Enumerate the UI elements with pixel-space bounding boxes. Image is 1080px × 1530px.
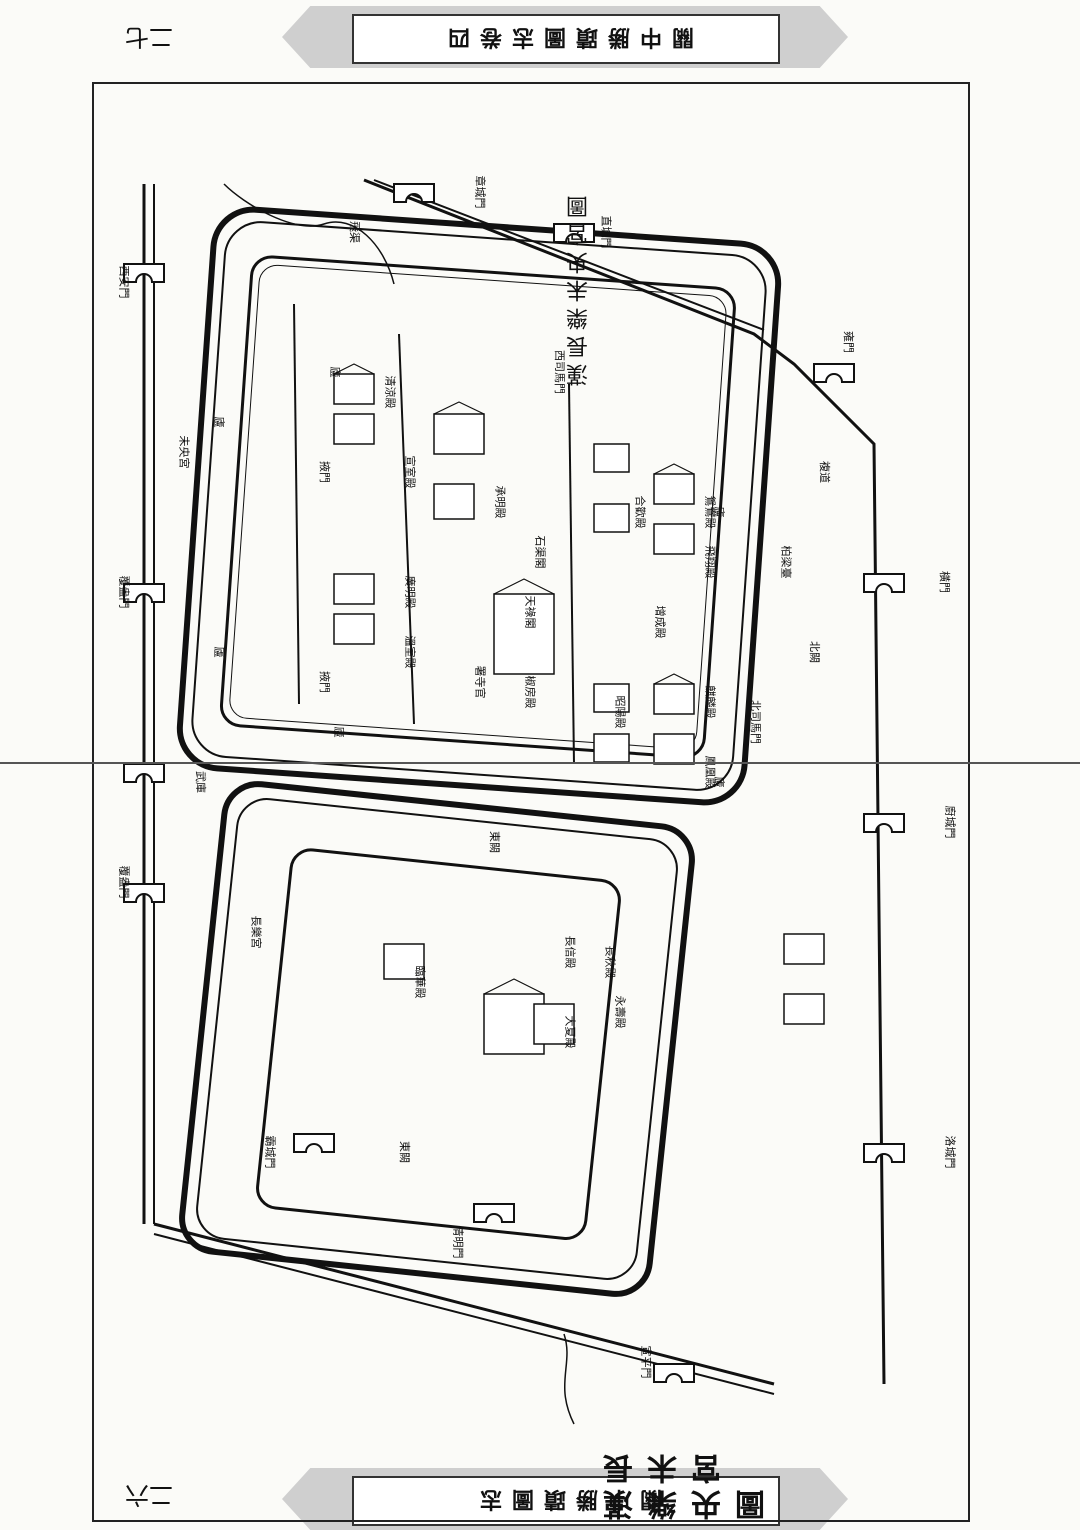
label-jiaofang-dian: 椒房殿 [523,675,537,709]
label-qilin-dian: 麒麟殿 [703,685,717,719]
label-ba-gate: 霸城門 [263,1135,277,1169]
header-title-box: 關中勝蹟圖志 [352,1476,780,1526]
label-fu-gate: 覆盎門 [117,575,131,609]
label-tianlu-ge: 天祿閣 [523,595,537,629]
label-weiyang-gong: 未央宮 [177,435,191,469]
label-lu-6: 廬 [712,776,726,788]
label-lu-1: 廬 [328,366,342,378]
palace-roofs [333,363,695,995]
label-linhua-dian: 臨華殿 [413,965,427,999]
palace-buildings [333,373,825,1055]
label-xuanping-gate: 宣平門 [639,1345,653,1379]
label-qingliang-dian: 清涼殿 [383,375,397,409]
label-daxia-dian: 大夏殿 [563,1015,577,1049]
map-drawing [123,178,905,1425]
label-dong-que-2: 東闕 [488,831,501,853]
label-lu-5: 廬 [712,506,726,518]
label-changxin-dian: 長信殿 [563,935,577,969]
map-caption-top: 漢長樂未央宮圖 [567,190,592,386]
weiyang-palace-walls [176,206,782,806]
palace-map: 漢長樂未央宮圖 漢長樂未央宮圖 章城門 飛渠 直城門 雍門 西安門 西司馬門 複… [94,84,968,1521]
label-guangming-dian: 廣明殿 [403,575,417,609]
label-bei-sima-gate: 北司馬門 [749,700,762,744]
label-changle-gong: 長樂宮 [249,915,263,949]
label-chengming-dian: 承明殿 [493,485,507,519]
top-running-header: 關中勝蹟圖志卷四 [0,6,1080,68]
page-fold-line [0,762,1080,764]
label-chu-gate: 廚城門 [943,805,957,839]
label-shiqu-ge: 石渠閣 [533,535,547,569]
label-zhang-gate: 章城門 [473,175,487,209]
label-zhi-gate: 直城門 [599,215,613,249]
label-qingming-gate: 清明門 [451,1225,465,1259]
label-xuanshi-dian: 宣室殿 [403,455,417,489]
label-bai-liang-tai: 柏梁臺 [779,545,793,579]
changle-palace-walls [179,781,695,1297]
label-fei-qu: 飛渠 [348,221,361,243]
bottom-running-header: 關中勝蹟圖志 [0,1468,1080,1530]
label-wenshi-dian: 溫室殿 [403,635,417,669]
label-dong-que: 東闕 [398,1141,411,1163]
label-xian-gate: 西安門 [117,265,131,299]
label-ye-gate-2: 掖門 [318,671,331,693]
label-feixiang-dian: 飛翔殿 [703,545,717,579]
label-yongshou-dian: 永壽殿 [613,995,627,1029]
label-luo-gate: 洛城門 [943,1135,957,1169]
header-title-box: 關中勝蹟圖志卷四 [352,14,780,64]
label-xi-sima-gate: 西司馬門 [553,350,566,394]
map-frame [92,82,970,1522]
label-changqiu-dian: 長秋殿 [603,945,617,979]
label-wu-ku: 武庫 [194,771,207,793]
label-ye-gate: 掖門 [318,461,331,483]
label-fudao: 複道 [818,461,831,483]
label-shu-ke: 署寺官 [473,665,487,699]
page-number-top: 二七 [125,23,173,51]
book-title-top: 關中勝蹟圖志卷四 [437,24,694,50]
label-yong-gate: 雍門 [842,331,855,353]
city-gates [123,183,905,1383]
label-fu-gate-2: 覆盎門 [117,865,131,899]
map-main-title: 漢長樂未央宮圖 [604,1448,771,1520]
label-lu-4: 廬 [332,726,346,738]
label-lu-3: 廬 [212,646,226,658]
label-lu-2: 廬 [212,416,226,428]
label-hehuan-dian: 合歡殿 [633,495,647,529]
label-bei-que: 北闕 [808,641,821,663]
label-zengcheng-dian: 增成殿 [653,605,667,639]
label-zhaoyang-dian: 昭陽殿 [613,695,627,729]
water-channel [223,183,575,1425]
label-heng-gate: 橫門 [938,571,951,593]
